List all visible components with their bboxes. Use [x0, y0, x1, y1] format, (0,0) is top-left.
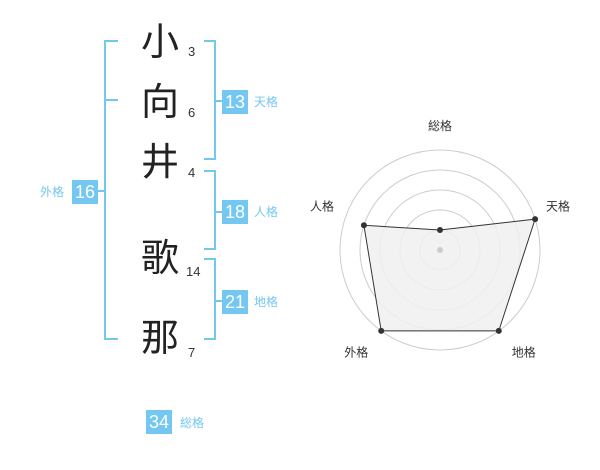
- radar-axis-label-1: 天格: [546, 198, 570, 213]
- gaikaku-bracket-mid: [104, 99, 118, 101]
- jinkaku-bracket-top: [204, 170, 216, 172]
- gaikaku-value: 16: [72, 180, 98, 204]
- name-char-3: 井: [140, 140, 179, 184]
- jinkaku-value: 18: [222, 200, 248, 224]
- tenkaku-bracket-tick: [214, 100, 222, 102]
- radar-polygon: [363, 218, 536, 332]
- chikaku-bracket-vertical: [214, 258, 216, 340]
- name-char-5: 那: [140, 316, 179, 360]
- chikaku-bracket-bottom: [204, 338, 216, 340]
- chikaku-bracket-tick: [214, 300, 222, 302]
- stroke-count-2: 6: [188, 105, 196, 120]
- radar-point-4: [360, 222, 367, 229]
- name-char-4: 歌: [140, 236, 179, 280]
- jinkaku-bracket-tick: [214, 211, 222, 213]
- radar-axis-label-0: 総格: [428, 118, 452, 133]
- tenkaku-bracket-bottom: [204, 158, 216, 160]
- radar-axis-label-2: 地格: [512, 345, 536, 360]
- chikaku-bracket-top: [204, 258, 216, 260]
- name-char-1: 小: [140, 20, 179, 64]
- radar-ring-5: [339, 149, 541, 351]
- stroke-count-5: 7: [188, 345, 196, 360]
- jinkaku-label: 人格: [254, 205, 279, 219]
- gaikaku-bracket-tick: [98, 190, 106, 192]
- radar-axis-label-3: 外格: [344, 345, 368, 360]
- chikaku-label: 地格: [254, 295, 279, 309]
- gaikaku-label: 外格: [40, 185, 65, 199]
- jinkaku-bracket-vertical: [214, 170, 216, 250]
- radar-axis-label-4: 人格: [310, 198, 334, 213]
- radar-point-3: [378, 327, 385, 334]
- stroke-count-4: 14: [186, 264, 201, 279]
- jinkaku-bracket-bottom: [204, 248, 216, 250]
- tenkaku-label: 天格: [254, 95, 279, 109]
- stroke-count-3: 4: [188, 165, 196, 180]
- radar-point-2: [495, 327, 502, 334]
- radar-point-0: [437, 227, 443, 233]
- radar-center-dot: [437, 247, 443, 253]
- radar-point-1: [532, 216, 539, 223]
- stroke-count-1: 3: [188, 44, 196, 59]
- gaikaku-bracket-top: [104, 40, 118, 42]
- chikaku-value: 21: [222, 290, 248, 314]
- gaikaku-bracket-bottom: [104, 338, 118, 340]
- name-char-2: 向: [140, 80, 179, 124]
- tenkaku-value: 13: [222, 90, 248, 114]
- tenkaku-bracket-top: [204, 40, 216, 42]
- soukaku-value: 34: [146, 410, 172, 434]
- soukaku-label: 総格: [180, 416, 205, 430]
